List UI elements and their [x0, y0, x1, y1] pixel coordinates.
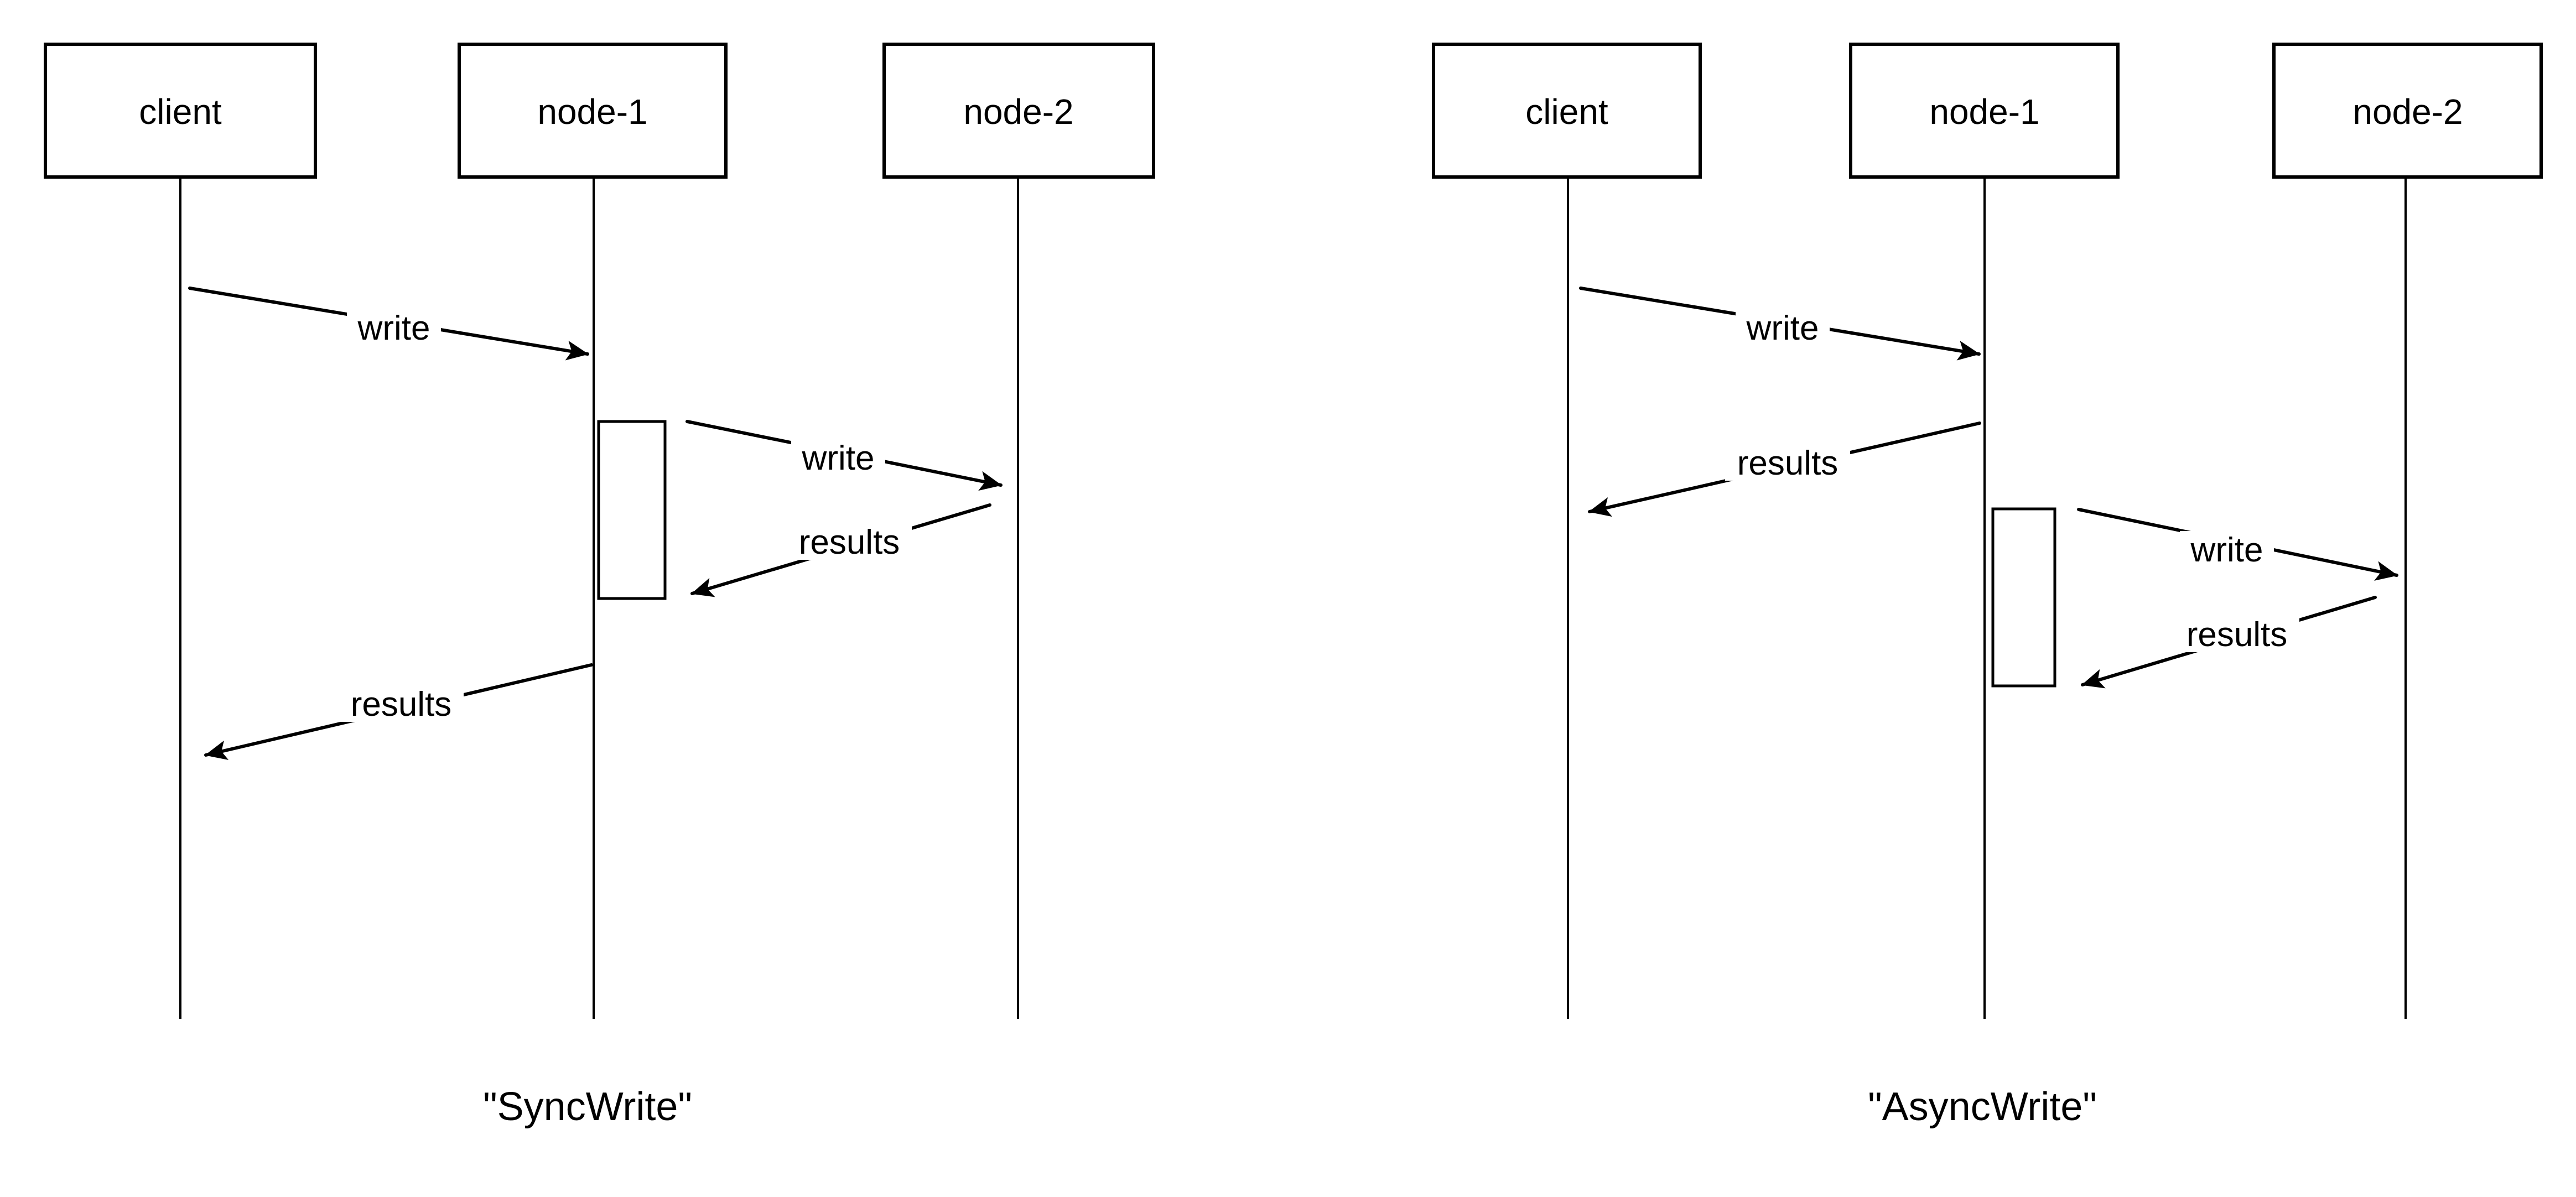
diagram-caption-asyncwrite: "AsyncWrite"	[1868, 1085, 2097, 1129]
message-label-bg	[1736, 309, 1830, 346]
actor-box-node-2	[2272, 43, 2543, 179]
message-label-results-1: results	[799, 523, 900, 561]
actor-label-node-2: node-2	[963, 92, 1073, 132]
message-label-write-2: write	[2190, 531, 2263, 569]
actor-box-client	[44, 43, 317, 179]
message-label-bg	[339, 685, 464, 722]
message-label-bg	[2174, 616, 2299, 652]
diagram-caption-syncwrite: "SyncWrite"	[483, 1085, 692, 1129]
actor-label-client: client	[139, 92, 222, 132]
actor-box-node-1	[458, 43, 728, 179]
actor-label-node-2: node-2	[2352, 92, 2463, 132]
actor-box-node-1	[1849, 43, 2120, 179]
message-label-results-1: results	[1737, 444, 1838, 482]
message-label-bg	[347, 309, 441, 346]
message-label-results-2: results	[2187, 616, 2288, 654]
actor-box-node-2	[882, 43, 1155, 179]
message-label-results-2: results	[351, 685, 452, 724]
diagram-asyncwrite: client node-1 node-2 write results write…	[1432, 43, 2543, 1129]
message-label-bg	[791, 439, 885, 476]
message-label-bg	[787, 523, 912, 560]
actor-label-node-1: node-1	[1929, 92, 2039, 132]
diagram-syncwrite: client node-1 node-2 write write results…	[44, 43, 1155, 1129]
message-label-write-1: write	[1746, 309, 1819, 347]
message-label-bg	[2180, 531, 2274, 568]
message-label-write-2: write	[802, 439, 875, 477]
actor-box-client	[1432, 43, 1702, 179]
actor-label-node-1: node-1	[537, 92, 647, 132]
activation-bar-node-1	[1991, 507, 2056, 688]
activation-bar-node-1	[597, 420, 667, 600]
actor-label-client: client	[1525, 92, 1608, 132]
message-label-write-1: write	[357, 309, 430, 347]
message-label-bg	[1725, 444, 1850, 481]
